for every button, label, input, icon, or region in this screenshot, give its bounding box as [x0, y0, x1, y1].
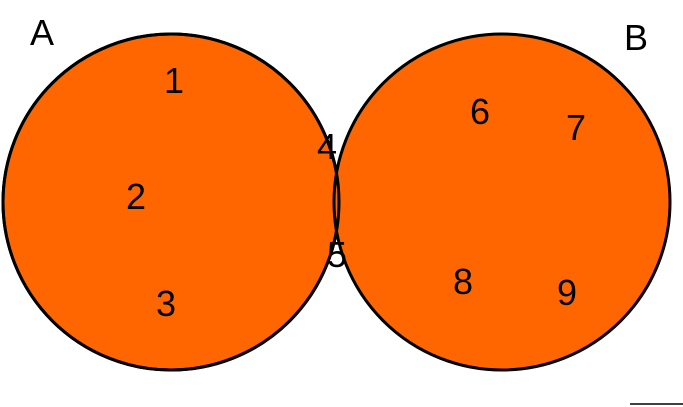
element-b-only: 9 [557, 272, 577, 313]
element-b-only: 7 [566, 107, 586, 148]
set-b-circle [332, 32, 672, 372]
set-a-outline [1, 32, 341, 372]
set-a-label: A [30, 12, 54, 53]
element-a-only: 2 [126, 176, 146, 217]
element-b-only: 8 [453, 261, 473, 302]
element-intersection: 4 [317, 126, 337, 167]
element-b-only: 6 [470, 91, 490, 132]
element-intersection: 5 [327, 234, 347, 275]
element-a-only: 1 [164, 60, 184, 101]
set-b-label: B [624, 17, 648, 58]
element-a-only: 3 [156, 283, 176, 324]
